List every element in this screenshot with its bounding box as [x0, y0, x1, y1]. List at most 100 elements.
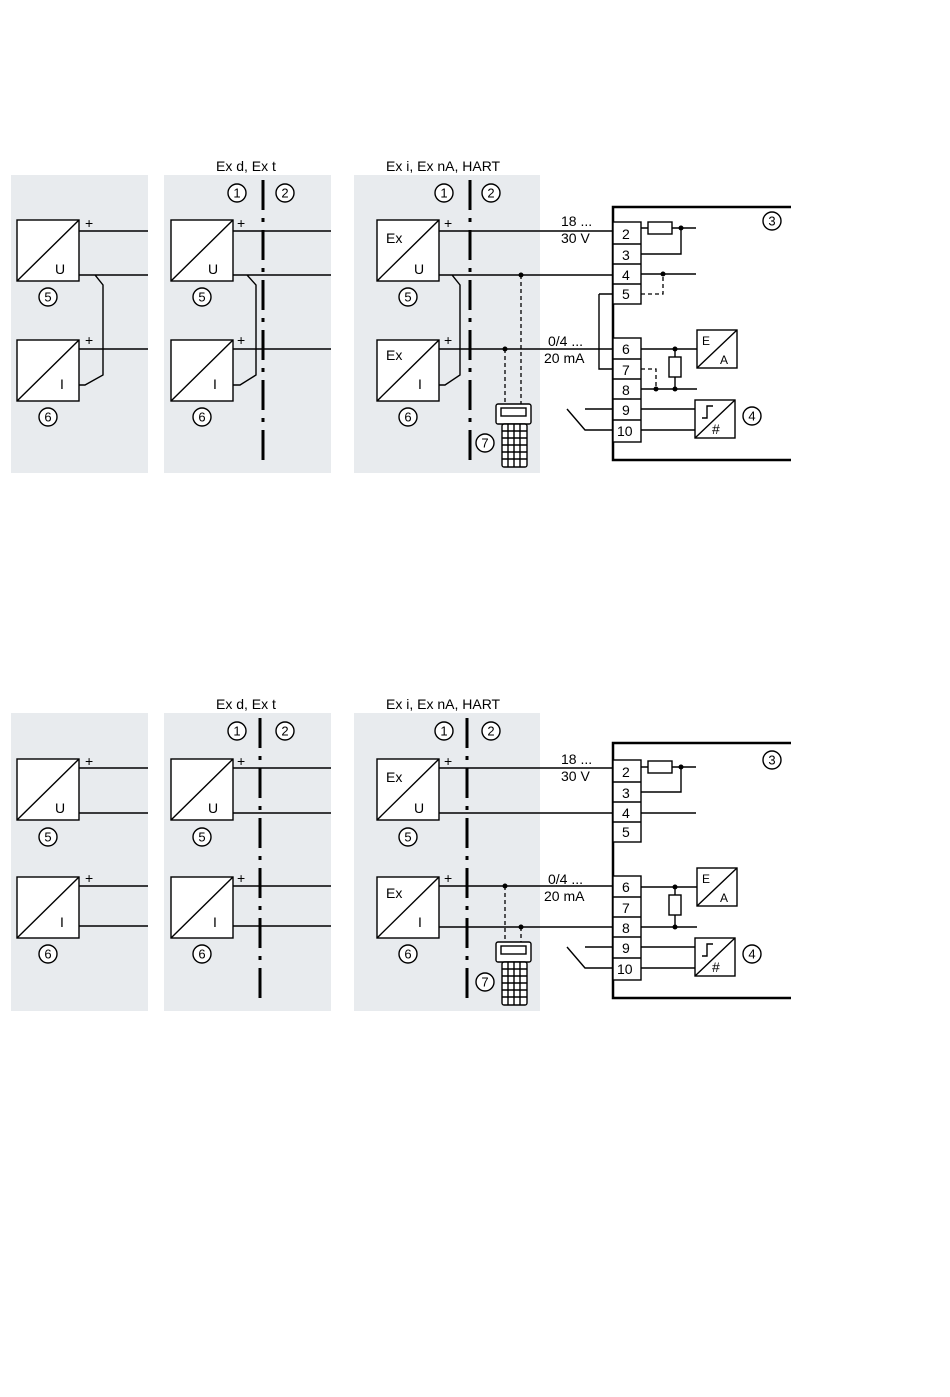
header-ex-i: Ex i, Ex nA, HART	[386, 158, 501, 174]
limit-switch-icon: #	[695, 938, 735, 976]
terminal-4: 4	[622, 267, 630, 283]
transmitter-u-label: U	[208, 800, 218, 816]
callout-5: 5	[44, 830, 51, 845]
transmitter-i-label: I	[213, 914, 217, 930]
plus-label: +	[85, 215, 93, 231]
header-ex-d: Ex d, Ex t	[216, 158, 276, 174]
resistor-icon	[648, 222, 672, 234]
converter-a-label: A	[720, 353, 728, 367]
supply-voltage-label: 18 ...	[561, 751, 592, 767]
plus-label: +	[444, 753, 452, 769]
callout-4: 4	[748, 409, 755, 424]
callout-7: 7	[481, 436, 488, 451]
terminal-3: 3	[622, 785, 630, 801]
callout-1: 1	[233, 724, 240, 739]
transmitter-u-label: U	[55, 261, 65, 277]
ex-label: Ex	[386, 885, 402, 901]
callout-2: 2	[281, 724, 288, 739]
supply-voltage-label: 30 V	[561, 768, 590, 784]
plus-label: +	[237, 332, 245, 348]
panel-ex-d	[164, 713, 331, 1011]
callout-1: 1	[440, 186, 447, 201]
callout-5: 5	[404, 290, 411, 305]
terminal-2: 2	[622, 764, 630, 780]
callout-2: 2	[487, 724, 494, 739]
plus-label: +	[444, 332, 452, 348]
callout-1: 1	[440, 724, 447, 739]
converter-a-label: A	[720, 891, 728, 905]
limit-switch-icon: #	[695, 400, 735, 438]
callout-2: 2	[487, 186, 494, 201]
resistor-icon	[648, 761, 672, 773]
callout-3: 3	[768, 753, 775, 768]
transmitter-i-label: I	[418, 376, 422, 392]
transmitter-i-label: I	[60, 376, 64, 392]
supply-voltage-label: 18 ...	[561, 213, 592, 229]
terminal-10: 10	[617, 961, 633, 977]
signal-converter-icon: E A	[697, 330, 737, 368]
plus-label: +	[444, 215, 452, 231]
terminal-10: 10	[617, 423, 633, 439]
callout-3: 3	[768, 214, 775, 229]
terminal-9: 9	[622, 940, 630, 956]
ex-label: Ex	[386, 347, 402, 363]
terminal-8: 8	[622, 920, 630, 936]
terminal-4: 4	[622, 805, 630, 821]
terminal-6: 6	[622, 879, 630, 895]
ex-label: Ex	[386, 230, 402, 246]
plus-label: +	[85, 870, 93, 886]
terminal-8: 8	[622, 382, 630, 398]
callout-7: 7	[481, 975, 488, 990]
callout-6: 6	[404, 947, 411, 962]
hash-label: #	[712, 959, 720, 975]
resistor-icon	[669, 357, 681, 377]
transmitter-u-label: U	[55, 800, 65, 816]
transmitter-u-label: U	[414, 800, 424, 816]
transmitter-i-label: I	[418, 914, 422, 930]
diagram-top: Ex d, Ex t Ex i, Ex nA, HART 1 2 1 2 U +…	[11, 158, 791, 473]
terminal-7: 7	[622, 362, 630, 378]
transmitter-u-label: U	[208, 261, 218, 277]
callout-6: 6	[404, 410, 411, 425]
signal-converter-icon: E A	[697, 868, 737, 906]
callout-1: 1	[233, 186, 240, 201]
plus-label: +	[85, 332, 93, 348]
terminal-5: 5	[622, 824, 630, 840]
callout-6: 6	[198, 947, 205, 962]
callout-4: 4	[748, 947, 755, 962]
terminal-2: 2	[622, 226, 630, 242]
callout-6: 6	[44, 947, 51, 962]
ex-label: Ex	[386, 769, 402, 785]
header-ex-i: Ex i, Ex nA, HART	[386, 696, 501, 712]
panel-standard	[11, 713, 148, 1011]
callout-5: 5	[404, 830, 411, 845]
transmitter-i-label: I	[213, 376, 217, 392]
terminal-5: 5	[622, 286, 630, 302]
plus-label: +	[444, 870, 452, 886]
transmitter-i-label: I	[60, 914, 64, 930]
callout-5: 5	[198, 830, 205, 845]
terminal-9: 9	[622, 402, 630, 418]
callout-2: 2	[281, 186, 288, 201]
callout-5: 5	[198, 290, 205, 305]
current-signal-label: 20 mA	[544, 350, 585, 366]
resistor-icon	[669, 895, 681, 915]
callout-6: 6	[198, 410, 205, 425]
callout-5: 5	[44, 290, 51, 305]
callout-6: 6	[44, 410, 51, 425]
plus-label: +	[237, 870, 245, 886]
converter-e-label: E	[702, 872, 710, 886]
supply-voltage-label: 30 V	[561, 230, 590, 246]
hash-label: #	[712, 421, 720, 437]
current-signal-label: 20 mA	[544, 888, 585, 904]
converter-e-label: E	[702, 334, 710, 348]
transmitter-u-label: U	[414, 261, 424, 277]
diagram-bottom: Ex d, Ex t Ex i, Ex nA, HART 1 2 1 2 U +…	[11, 696, 791, 1011]
header-ex-d: Ex d, Ex t	[216, 696, 276, 712]
plus-label: +	[237, 753, 245, 769]
plus-label: +	[85, 753, 93, 769]
terminal-7: 7	[622, 900, 630, 916]
terminal-3: 3	[622, 247, 630, 263]
